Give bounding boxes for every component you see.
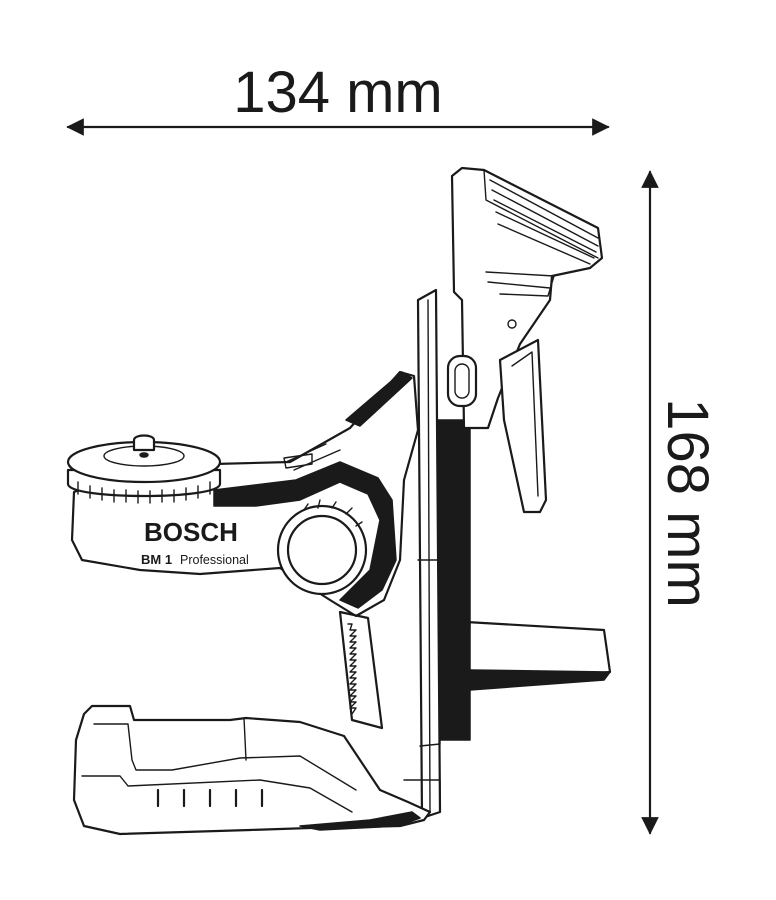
model-suffix: Professional xyxy=(180,553,249,567)
base-foot xyxy=(72,704,432,836)
width-dimension: 134 mm xyxy=(66,60,610,136)
adjustment-knob xyxy=(276,499,368,596)
mounting-disc xyxy=(66,434,222,504)
height-dimension-label: 168 mm xyxy=(655,398,720,608)
model-name: BM 1 xyxy=(141,552,172,567)
foot-grip-ridges xyxy=(156,788,264,808)
top-clamp-head xyxy=(446,166,604,514)
model-label: BM 1 Professional xyxy=(141,552,249,567)
wall-mount-illustration: BOSCH BM 1 Professional xyxy=(66,166,612,836)
spring-rack xyxy=(338,610,384,730)
disc-grip-ridges xyxy=(77,481,211,504)
brand-logo-text: BOSCH xyxy=(144,517,238,547)
height-dimension: 168 mm xyxy=(641,170,720,835)
width-dimension-label: 134 mm xyxy=(233,60,443,125)
